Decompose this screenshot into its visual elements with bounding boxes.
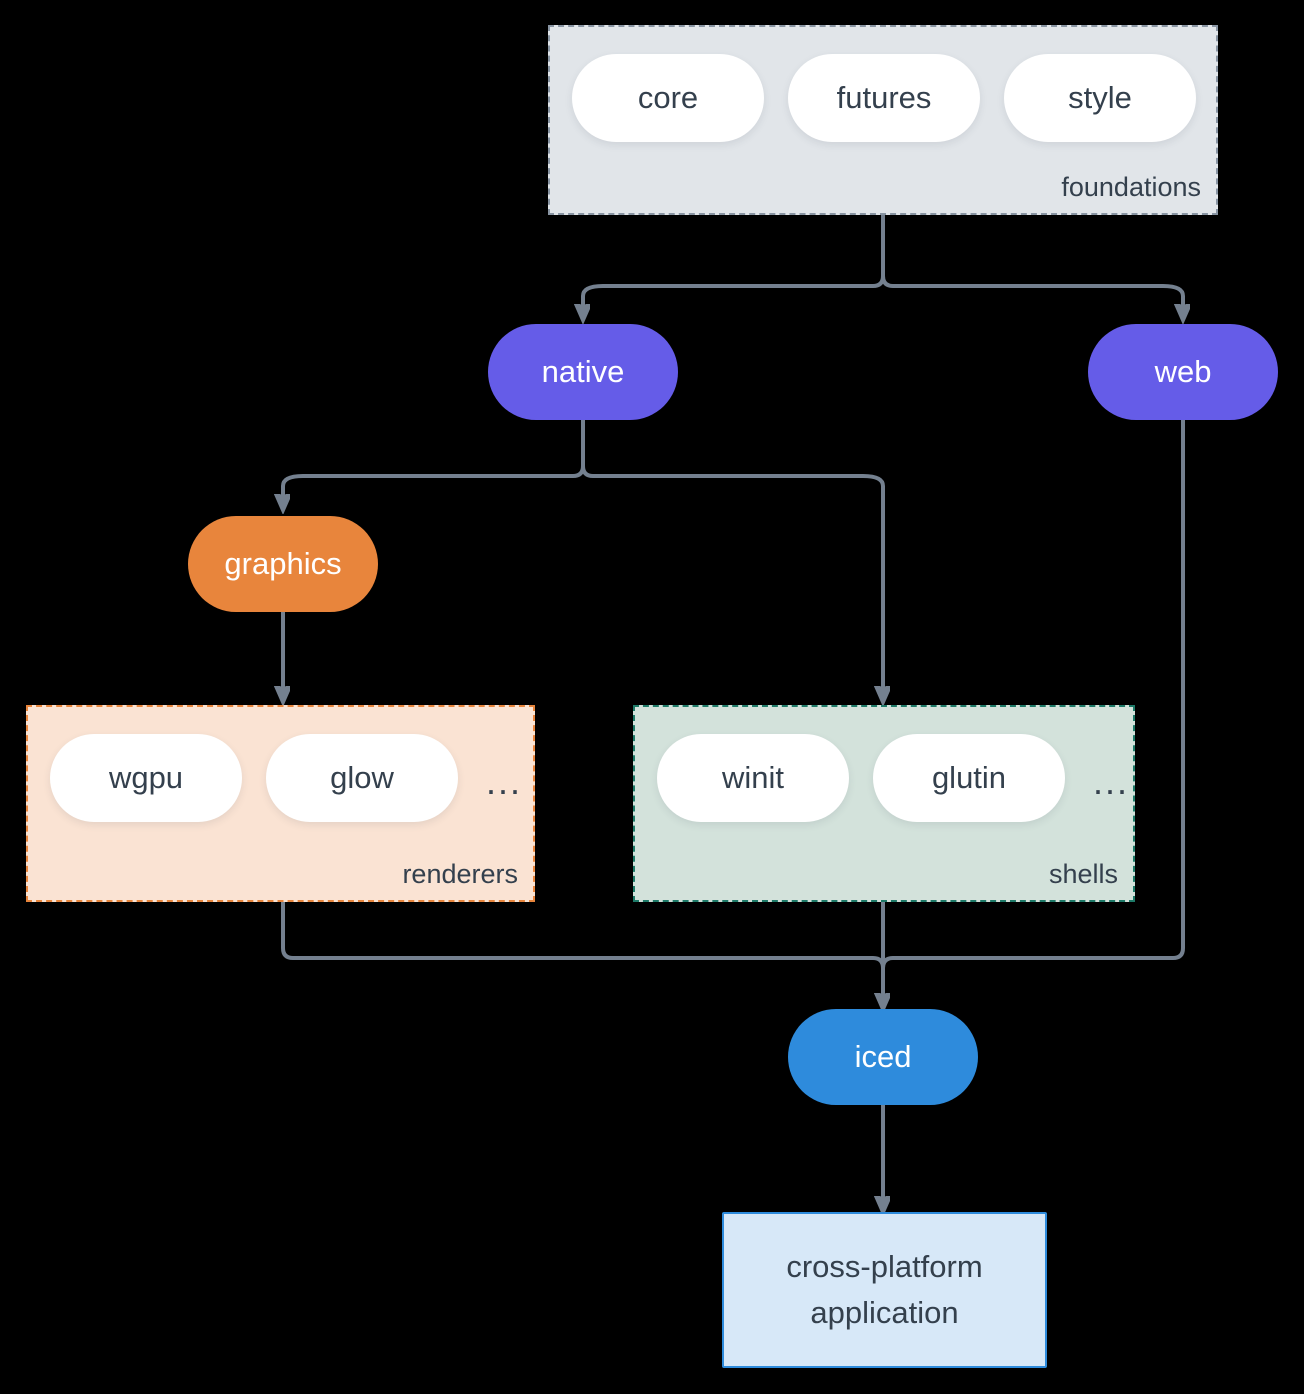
pill-glow: glow bbox=[266, 734, 458, 822]
edge-native-to-shells bbox=[581, 420, 883, 688]
edge-renderers-to-merge bbox=[281, 902, 885, 969]
node-graphics: graphics bbox=[188, 516, 378, 612]
pill-wgpu: wgpu bbox=[50, 734, 242, 822]
node-iced: iced bbox=[788, 1009, 978, 1105]
shells-pill-row: winit glutin ... bbox=[657, 734, 1129, 822]
pill-futures: futures bbox=[788, 54, 980, 142]
node-native: native bbox=[488, 324, 678, 420]
edge-native-to-graphics bbox=[283, 420, 585, 496]
shells-group: winit glutin ... shells bbox=[633, 705, 1135, 902]
renderers-ellipsis: ... bbox=[486, 761, 523, 802]
pill-core: core bbox=[572, 54, 764, 142]
renderers-group-label: renderers bbox=[402, 859, 518, 889]
edge-foundations-to-web bbox=[881, 215, 1183, 306]
renderers-pill-row: wgpu glow ... bbox=[50, 734, 522, 822]
shells-group-label: shells bbox=[1048, 859, 1118, 889]
pill-winit: winit bbox=[657, 734, 849, 822]
shells-ellipsis: ... bbox=[1093, 761, 1130, 802]
foundations-group-label: foundations bbox=[1061, 172, 1201, 202]
foundations-group: core futures style foundations bbox=[548, 25, 1218, 215]
cross-platform-application-box: cross-platform application bbox=[722, 1212, 1047, 1368]
pill-style: style bbox=[1004, 54, 1196, 142]
renderers-group: wgpu glow ... renderers bbox=[26, 705, 535, 902]
edge-foundations-to-native bbox=[583, 215, 885, 306]
pill-glutin: glutin bbox=[873, 734, 1065, 822]
node-web: web bbox=[1088, 324, 1278, 420]
foundations-pill-row: core futures style bbox=[572, 54, 1196, 142]
